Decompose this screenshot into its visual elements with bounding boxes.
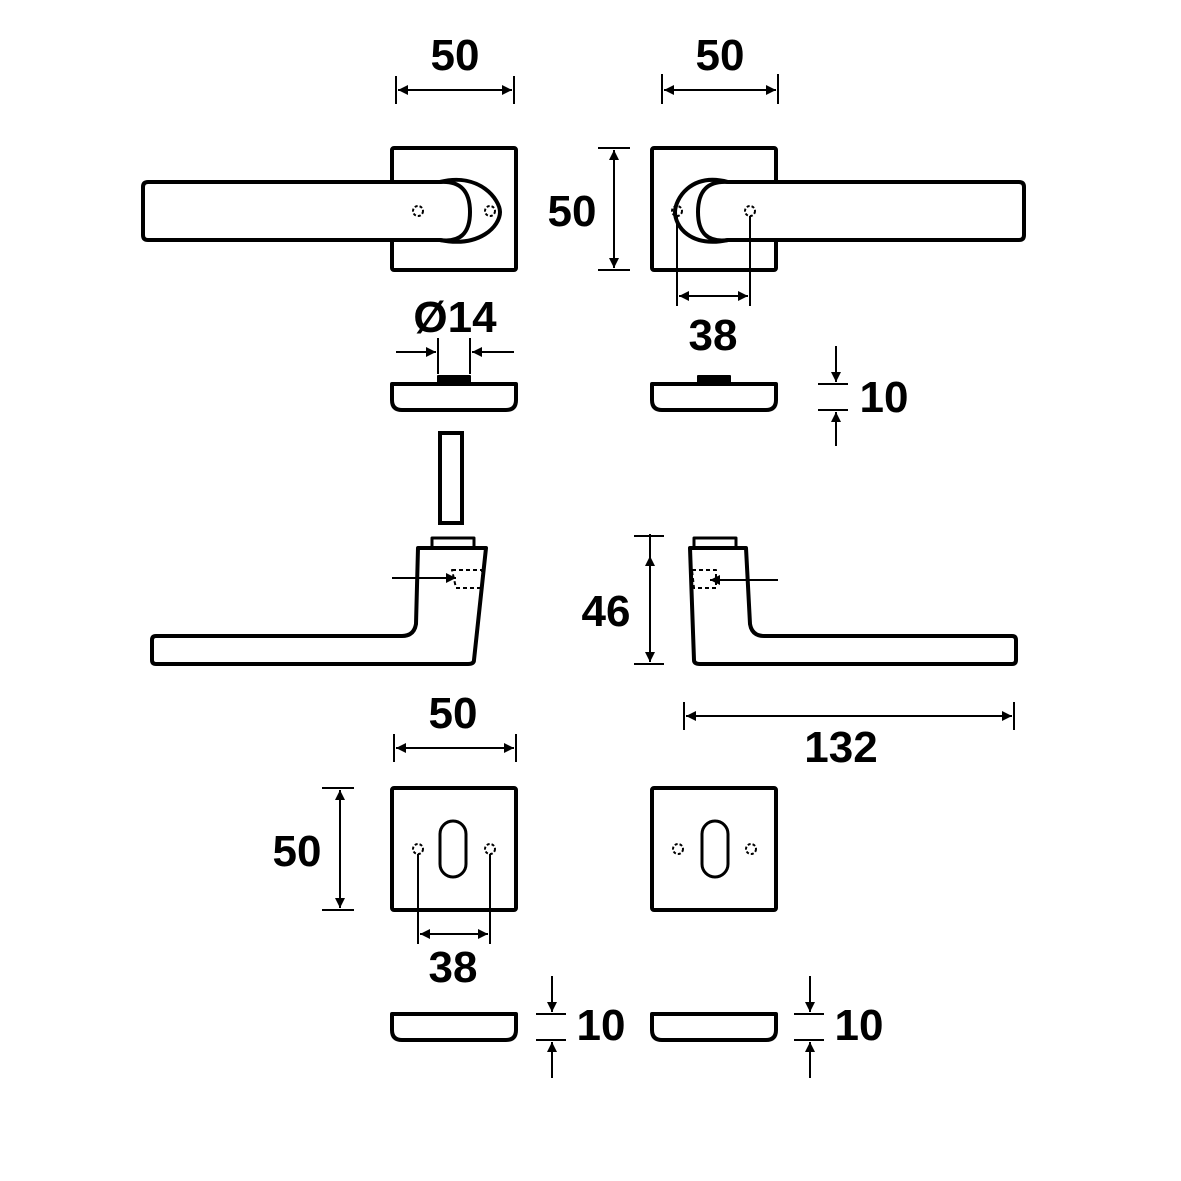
right-lever-side: [688, 546, 1018, 666]
dim-label-lever-length: 132: [804, 723, 877, 772]
left-lever-side: [150, 546, 488, 666]
screw-hole-icon: [412, 843, 424, 855]
top-right-handle-view: [650, 146, 1026, 272]
right-lever-grubscrew: [691, 569, 717, 589]
dim-label-top-left-width: 50: [431, 31, 480, 80]
right-rose-spindle-stub: [697, 375, 731, 385]
left-escutcheon-side: [390, 1012, 518, 1042]
top-right-lever: [673, 178, 1026, 244]
top-left-lever: [141, 178, 502, 244]
top-right-lever-neck: [696, 179, 729, 243]
dim-top-height: [598, 147, 630, 271]
right-lever-collar: [692, 536, 738, 550]
left-lever-collar: [430, 536, 476, 550]
dim-label-escutcheon-thickness-left: 10: [577, 1001, 626, 1050]
left-rose-spindle-stub: [437, 375, 471, 385]
dim-top-right-width: [661, 74, 779, 104]
left-lever-grubscrew: [451, 569, 483, 589]
dim-label-escutcheon-height: 50: [273, 827, 322, 876]
dim-label-spindle-diameter: Ø14: [413, 293, 497, 342]
dim-label-escutcheon-thickness-right: 10: [835, 1001, 884, 1050]
right-rose-side: [650, 382, 778, 412]
dim-escutcheon-width: [393, 734, 517, 762]
dim-label-top-screw-spacing: 38: [689, 311, 738, 360]
top-left-lever-neck: [439, 179, 472, 243]
right-keyhole-icon: [700, 819, 730, 879]
screw-hole-icon: [484, 843, 496, 855]
dim-top-screw-spacing: [676, 216, 751, 306]
dim-escutcheon-height: [322, 787, 354, 911]
top-left-handle-view: [141, 146, 518, 272]
dim-spindle-diameter: [396, 338, 514, 374]
dim-escutcheon-thickness-right: [794, 976, 824, 1078]
escutcheon-views: [390, 786, 778, 912]
screw-hole-icon: [672, 843, 684, 855]
left-keyhole-icon: [438, 819, 468, 879]
screw-hole-icon: [745, 843, 757, 855]
dim-escutcheon-screw-spacing: [417, 854, 491, 944]
rose-side-views: [390, 375, 778, 412]
right-escutcheon: [650, 786, 778, 912]
screw-hole-icon: [484, 205, 496, 217]
dim-top-left-width: [395, 76, 515, 104]
dim-rose-thickness: [818, 346, 848, 446]
screw-hole-icon: [412, 205, 424, 217]
dim-label-top-height: 50: [548, 187, 597, 236]
spindle-bar: [438, 431, 464, 525]
dim-lever-length: [683, 702, 1015, 730]
left-escutcheon: [390, 786, 518, 912]
dim-escutcheon-thickness-left: [536, 976, 566, 1078]
dim-label-escutcheon-width: 50: [429, 689, 478, 738]
right-escutcheon-side: [650, 1012, 778, 1042]
dim-label-rose-thickness: 10: [860, 373, 909, 422]
dim-label-top-right-width: 50: [696, 31, 745, 80]
left-rose-side: [390, 382, 518, 412]
escutcheon-side-views: [390, 1012, 778, 1042]
dim-lever-height: [634, 534, 664, 665]
grubscrew-leaders: [392, 573, 778, 585]
dim-label-lever-height: 46: [582, 587, 631, 636]
dim-label-escutcheon-screw-spacing: 38: [429, 943, 478, 992]
